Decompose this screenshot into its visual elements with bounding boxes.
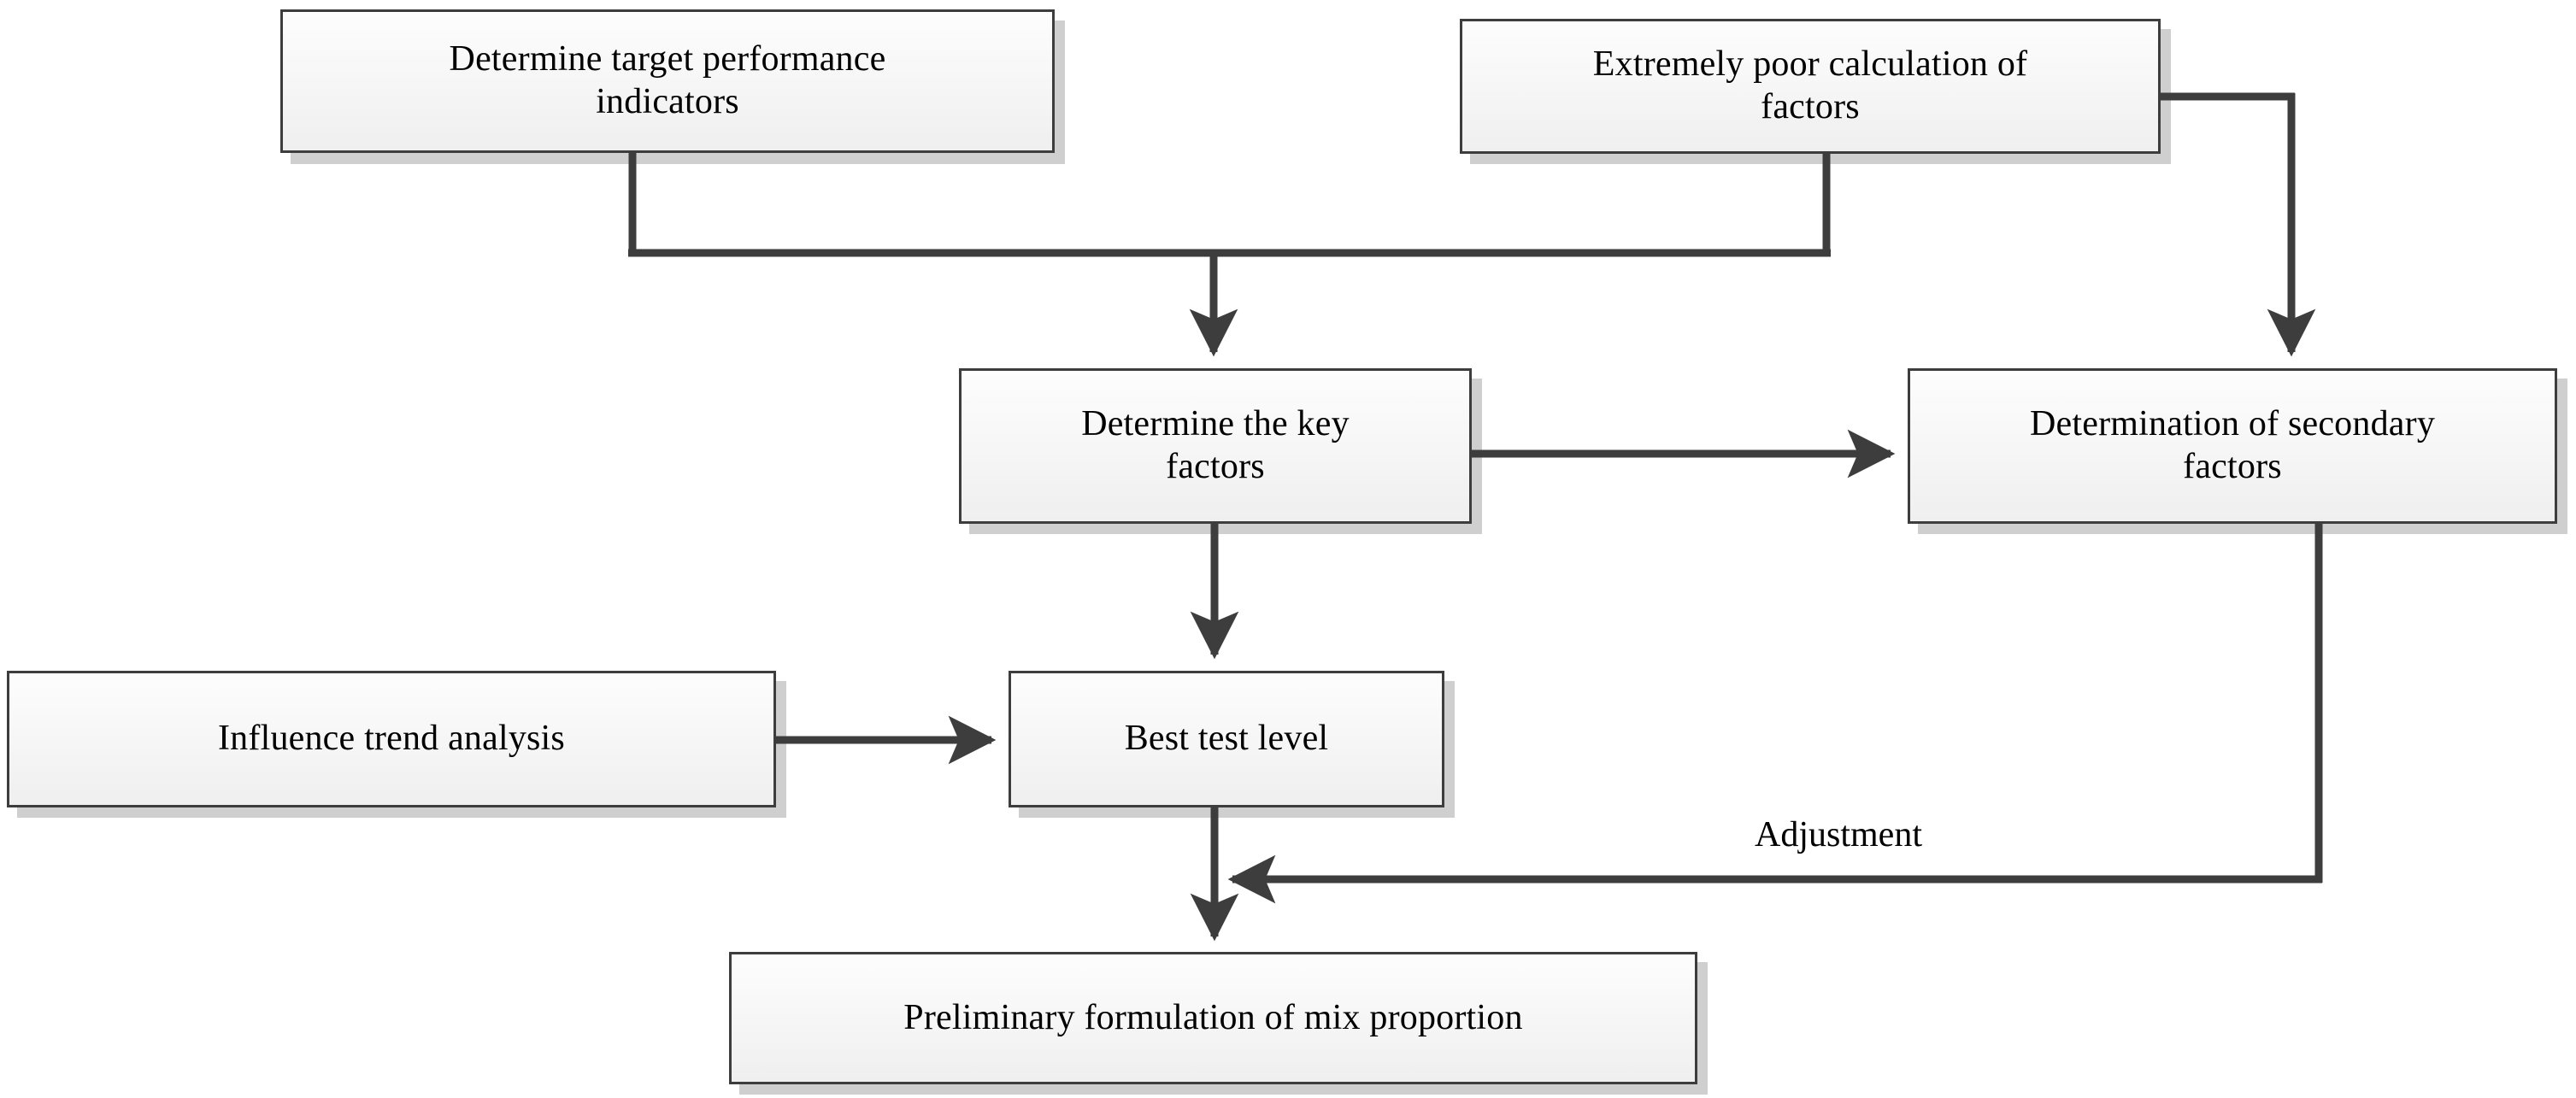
node-label: Best test level <box>1124 719 1329 759</box>
node-determine-target-performance-indicators[interactable]: Determine target performance indicators <box>280 9 1055 153</box>
node-preliminary-formulation-of-mix-proportion[interactable]: Preliminary formulation of mix proportio… <box>729 952 1697 1084</box>
edge-label-adjustment: Adjustment <box>1755 815 1922 854</box>
node-determination-of-secondary-factors[interactable]: Determination of secondary factors <box>1908 368 2557 524</box>
node-label: Extremely poor calculation of factors <box>1592 44 2028 126</box>
edge-secondary-feedback-adjustment <box>1227 524 2323 904</box>
node-influence-trend-analysis[interactable]: Influence trend analysis <box>7 671 776 807</box>
node-label: Determine the key factors <box>1081 404 1350 486</box>
node-determine-the-key-factors[interactable]: Determine the key factors <box>959 368 1472 524</box>
node-extremely-poor-calculation-of-factors[interactable]: Extremely poor calculation of factors <box>1460 19 2161 154</box>
node-label: Determine target performance indicators <box>449 39 886 121</box>
node-best-test-level[interactable]: Best test level <box>1009 671 1444 807</box>
edge-poor-to-key-factors <box>1189 154 1831 357</box>
edge-target-to-key-factors <box>628 153 1214 257</box>
edge-poor-to-secondary-factors <box>2158 92 2316 357</box>
node-label: Preliminary formulation of mix proportio… <box>903 997 1523 1037</box>
node-label: Influence trend analysis <box>218 719 565 759</box>
node-label: Determination of secondary factors <box>2029 404 2436 486</box>
